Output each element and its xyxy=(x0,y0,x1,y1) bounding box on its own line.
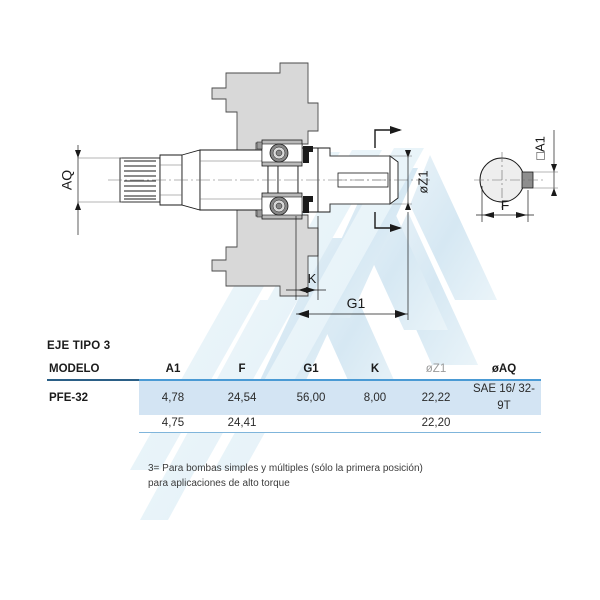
spec-table-body: PFE-32 4,78 24,54 56,00 8,00 22,22 SAE 1… xyxy=(47,380,541,433)
cell-a1: 4,78 xyxy=(139,380,207,415)
table-row: PFE-32 4,78 24,54 56,00 8,00 22,22 SAE 1… xyxy=(47,380,541,415)
bearing-upper xyxy=(256,139,313,167)
column-header-z1: øZ1 xyxy=(405,361,467,381)
column-header-modelo: MODELO xyxy=(47,361,139,381)
cell-k xyxy=(345,415,405,433)
cell-k: 8,00 xyxy=(345,380,405,415)
cell-g1: 56,00 xyxy=(277,380,345,415)
dimension-label-g1: G1 xyxy=(347,295,366,311)
column-header-a1: A1 xyxy=(139,361,207,381)
dimension-label-f: F xyxy=(501,197,510,213)
cell-f: 24,54 xyxy=(207,380,277,415)
dimension-a1 xyxy=(533,130,558,196)
cell-aq xyxy=(467,415,541,433)
eje-tipo-title: EJE TIPO 3 xyxy=(47,340,111,352)
cell-aq: SAE 16/ 32-9T xyxy=(467,380,541,415)
specification-table: MODELO A1 F G1 K øZ1 øAQ PFE-32 4,78 24,… xyxy=(47,361,541,433)
column-header-g1: G1 xyxy=(277,361,345,381)
column-header-aq: øAQ xyxy=(467,361,541,381)
specification-section: EJE TIPO 3 MODELO A1 F G1 K øZ1 øAQ xyxy=(47,340,547,433)
shaft-internal-lines xyxy=(160,160,268,200)
cell-z1: 22,22 xyxy=(405,380,467,415)
dimension-label-z1: øZ1 xyxy=(415,170,430,193)
footnote-line-1: 3= Para bombas simples y múltiples (sólo… xyxy=(148,463,423,474)
cell-modelo: PFE-32 xyxy=(47,380,139,415)
column-header-f: F xyxy=(207,361,277,381)
cell-g1 xyxy=(277,415,345,433)
dimension-f xyxy=(476,186,534,222)
section-arrow-bottom xyxy=(374,212,402,232)
column-header-k: K xyxy=(345,361,405,381)
dimension-aq xyxy=(75,145,122,235)
cell-f: 24,41 xyxy=(207,415,277,433)
dimension-label-aq: AQ xyxy=(59,170,75,190)
pump-body-upper xyxy=(211,62,319,153)
spec-table-head: MODELO A1 F G1 K øZ1 øAQ xyxy=(47,361,541,381)
bearing-lower xyxy=(256,192,313,220)
section-arrow-top xyxy=(374,126,402,148)
dimension-label-a1: □A1 xyxy=(532,136,547,160)
cell-modelo xyxy=(47,415,139,433)
cross-section-view xyxy=(474,152,545,208)
footnote: 3= Para bombas simples y múltiples (sólo… xyxy=(148,461,488,491)
table-row: 4,75 24,41 22,20 xyxy=(47,415,541,433)
footnote-line-2: para aplicaciones de alto torque xyxy=(148,478,290,489)
dimension-g1 xyxy=(296,212,409,320)
dimension-z1 xyxy=(330,150,412,210)
cell-z1: 22,20 xyxy=(405,415,467,433)
cell-a1: 4,75 xyxy=(139,415,207,433)
spec-header-row: MODELO A1 F G1 K øZ1 øAQ xyxy=(47,361,541,381)
dimension-label-k: K xyxy=(308,271,317,286)
pump-body-lower xyxy=(211,206,319,297)
dimension-k xyxy=(286,216,326,300)
